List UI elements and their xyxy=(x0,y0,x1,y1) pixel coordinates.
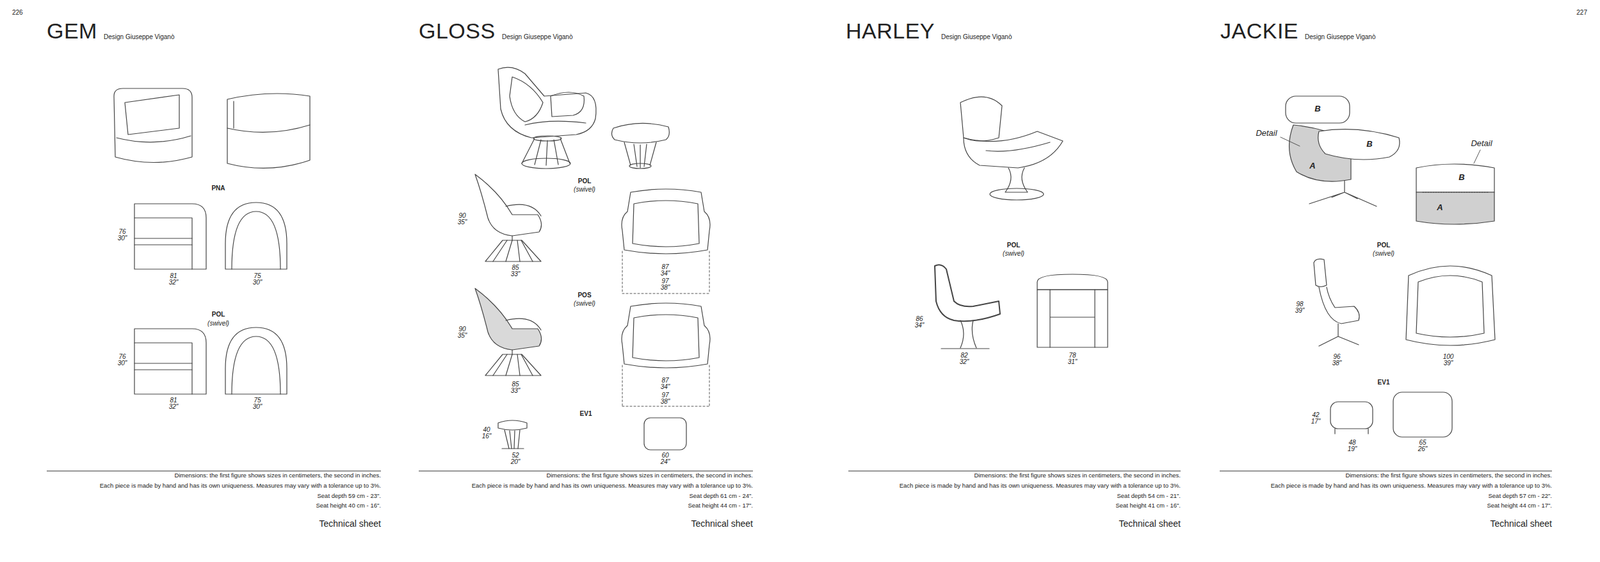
model-code: EV1 xyxy=(579,409,593,418)
model-code: EV1 xyxy=(1377,378,1391,387)
note-text: Each piece is made by hand and has its o… xyxy=(1270,482,1552,490)
dimension: 76 30" xyxy=(117,353,129,367)
note-text: Each piece is made by hand and has its o… xyxy=(471,482,753,490)
model-code: POL xyxy=(1006,241,1022,250)
dimension: 42 17" xyxy=(1310,411,1322,425)
note-text: Seat height 44 cm - 17". xyxy=(1486,501,1552,510)
part-letter: B xyxy=(1365,139,1373,150)
note-text: Dimensions: the first figure shows sizes… xyxy=(546,471,753,479)
page-number: 227 xyxy=(1576,8,1588,17)
detail-callout: Detail xyxy=(1254,128,1278,139)
dimension: 75 30" xyxy=(252,272,264,286)
section-footer: Technical sheet xyxy=(318,517,381,529)
dimension: 76 30" xyxy=(117,228,129,242)
dimension: 98 39" xyxy=(1294,300,1306,314)
section-footer: Technical sheet xyxy=(690,517,753,529)
part-letter: A xyxy=(1308,161,1316,171)
page-number: 226 xyxy=(12,8,24,17)
model-note: (swivel) xyxy=(573,299,597,308)
designer-credit: Design Giuseppe Viganò xyxy=(103,33,175,41)
dimension: 75 30" xyxy=(252,396,264,410)
designer-credit: Design Giuseppe Viganò xyxy=(941,33,1012,41)
note-text: Dimensions: the first figure shows sizes… xyxy=(1345,471,1552,479)
model-note: (swivel) xyxy=(206,319,230,328)
dimension: 78 31" xyxy=(1067,352,1079,365)
model-code: POL xyxy=(1376,241,1392,250)
note-text: Seat depth 61 cm - 24". xyxy=(689,492,754,500)
designer-credit: Design Giuseppe Viganò xyxy=(501,33,573,41)
dimension: 85 33" xyxy=(510,264,522,278)
note-text: Each piece is made by hand and has its o… xyxy=(99,482,381,490)
model-code: POL xyxy=(577,177,593,186)
note-text: Seat depth 59 cm - 23". xyxy=(317,492,382,500)
dimension: 96 38" xyxy=(1331,353,1343,367)
dimension: 40 16" xyxy=(481,426,493,440)
product-name: GLOSS xyxy=(418,19,496,43)
designer-credit: Design Giuseppe Viganò xyxy=(1304,33,1376,41)
dimension: 52 20" xyxy=(510,452,522,465)
part-letter: B xyxy=(1313,104,1321,114)
dimension: 65 26" xyxy=(1417,439,1429,453)
part-letter: B xyxy=(1457,172,1465,183)
dimension: 86 34" xyxy=(914,315,926,329)
section-footer: Technical sheet xyxy=(1489,517,1552,529)
section-footer: Technical sheet xyxy=(1118,517,1181,529)
dimension: 48 19" xyxy=(1347,439,1358,453)
dimension: 60 24" xyxy=(660,452,671,465)
dimension: 90 35" xyxy=(457,212,469,226)
dimension: 81 32" xyxy=(168,272,180,286)
note-text: Each piece is made by hand and has its o… xyxy=(899,482,1181,490)
dimension: 85 33" xyxy=(510,380,522,394)
product-name: GEM xyxy=(46,19,98,43)
dimension: 90 35" xyxy=(457,325,469,339)
dimension: 82 32" xyxy=(959,352,970,365)
dimension: 87 34" xyxy=(660,377,671,390)
note-text: Seat depth 54 cm - 21". xyxy=(1117,492,1182,500)
dimension: 81 32" xyxy=(168,396,180,410)
dimension: 87 34" xyxy=(660,263,671,277)
product-name: JACKIE xyxy=(1220,19,1299,43)
model-code: POL xyxy=(211,310,227,319)
dimension: 100 39" xyxy=(1442,353,1455,367)
model-note: (swivel) xyxy=(1002,249,1026,258)
detail-callout: Detail xyxy=(1470,138,1493,149)
model-note: (swivel) xyxy=(1372,249,1396,258)
part-letter: A xyxy=(1436,202,1444,213)
note-text: Seat height 44 cm - 17". xyxy=(687,501,753,510)
note-text: Seat depth 57 cm - 22". xyxy=(1488,492,1553,500)
dimension: 97 38" xyxy=(660,277,671,291)
product-name: HARLEY xyxy=(845,19,935,43)
dimension: 97 38" xyxy=(660,391,671,405)
note-text: Dimensions: the first figure shows sizes… xyxy=(973,471,1181,479)
model-code: PNA xyxy=(210,184,226,193)
model-note: (swivel) xyxy=(573,185,597,194)
note-text: Dimensions: the first figure shows sizes… xyxy=(174,471,381,479)
note-text: Seat height 40 cm - 16". xyxy=(315,501,381,510)
model-code: POS xyxy=(576,291,592,299)
note-text: Seat height 41 cm - 16". xyxy=(1115,501,1181,510)
